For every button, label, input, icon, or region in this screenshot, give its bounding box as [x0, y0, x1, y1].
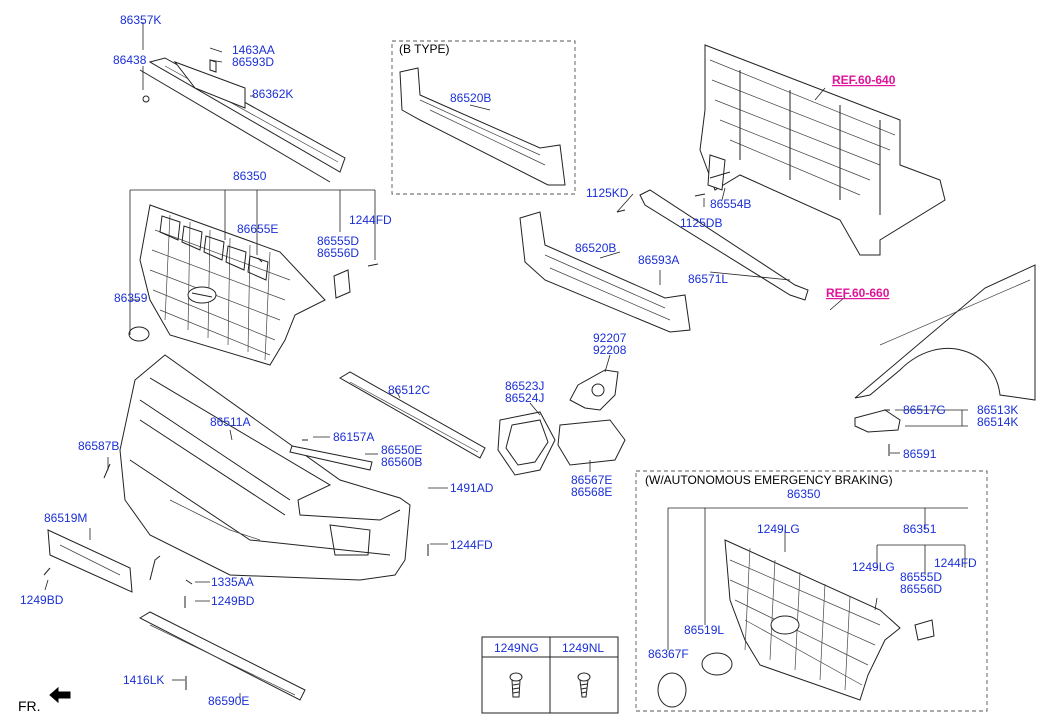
fastener-table	[481, 636, 619, 714]
label-86350: 86350	[233, 169, 267, 183]
label-86520B: 86520B	[575, 241, 616, 255]
lower-lip-spoiler	[138, 555, 306, 701]
radar-cover-icon	[701, 652, 733, 676]
label-86512C: 86512C	[388, 383, 430, 397]
label-1244FD-grille: 1244FD	[349, 213, 392, 227]
fog-lamp-cover	[497, 411, 556, 476]
label-86367F: 86367F	[648, 647, 689, 661]
label-1125KD: 1125KD	[586, 186, 629, 200]
label-86655E: 86655E	[237, 222, 278, 236]
label-86560B: 86560B	[381, 455, 422, 469]
label-1244FD-bumper: 1244FD	[450, 538, 493, 552]
ref-60-660[interactable]: REF.60-660	[826, 286, 890, 300]
screw-icon	[577, 672, 591, 698]
label-86519M: 86519M	[44, 511, 87, 525]
b-type-title: (B TYPE)	[399, 42, 449, 56]
front-direction-label: FR.	[18, 698, 41, 714]
fog-lamp	[569, 369, 619, 411]
fog-garnish-strip	[289, 445, 373, 471]
fog-garnish-bracket	[557, 419, 626, 466]
screw-icon	[509, 672, 523, 698]
label-86519L: 86519L	[684, 623, 724, 637]
radiator-grille	[128, 204, 379, 366]
fender	[854, 264, 1036, 401]
label-86556D: 86556D	[317, 246, 359, 260]
label-86555D: 86555D	[317, 234, 359, 248]
label-1463AA: 1463AA	[232, 43, 275, 57]
emblem-icon	[128, 326, 150, 342]
label-86555D-aeb: 86555D	[900, 570, 942, 584]
front-end-module	[699, 44, 946, 256]
label-1335AA: 1335AA	[211, 575, 254, 589]
label-1125DB: 1125DB	[680, 216, 722, 230]
leader-lines	[44, 22, 968, 700]
label-1249LG-side: 1249LG	[852, 560, 895, 574]
label-86351: 86351	[903, 522, 937, 536]
front-direction-arrow-icon	[49, 686, 71, 704]
aeb-title: (W/AUTONOMOUS EMERGENCY BRAKING)	[645, 473, 893, 487]
label-86357K: 86357K	[120, 13, 161, 27]
label-86556D-aeb: 86556D	[900, 582, 942, 596]
label-86550E: 86550E	[381, 443, 422, 457]
label-86157A: 86157A	[333, 430, 374, 444]
aeb-emblem-icon	[657, 672, 687, 708]
label-86513K: 86513K	[977, 403, 1018, 417]
bumper-molding	[339, 371, 486, 459]
label-86568E: 86568E	[571, 485, 612, 499]
label-86591: 86591	[903, 447, 937, 461]
b-type-box	[391, 40, 576, 195]
label-86524J: 86524J	[505, 391, 544, 405]
aeb-box	[635, 470, 988, 712]
license-bracket	[47, 529, 133, 593]
label-1249BD-bracket: 1249BD	[20, 593, 64, 607]
upper-garnish-strip	[139, 57, 346, 183]
label-1249LG-top: 1249LG	[757, 522, 800, 536]
label-86554B: 86554B	[710, 197, 751, 211]
label-1416LK: 1416LK	[123, 673, 164, 687]
label-1244FD-aeb: 1244FD	[934, 556, 977, 570]
label-86511A: 86511A	[210, 415, 250, 429]
label-86593A: 86593A	[638, 253, 679, 267]
label-86350-aeb: 86350	[787, 487, 821, 501]
label-86520B-btype: 86520B	[450, 91, 491, 105]
label-92207: 92207	[593, 331, 627, 345]
table-header-1249NG: 1249NG	[494, 641, 539, 655]
label-1491AD: 1491AD	[450, 481, 494, 495]
label-86593D: 86593D	[232, 55, 274, 69]
energy-absorber-b-type	[399, 67, 566, 186]
label-1249BD-lower: 1249BD	[211, 594, 255, 608]
label-86438: 86438	[113, 53, 147, 67]
label-86571L: 86571L	[688, 272, 728, 286]
label-86523J: 86523J	[505, 379, 544, 393]
label-86362K: 86362K	[252, 87, 293, 101]
fender-bracket	[854, 409, 901, 433]
label-86514K: 86514K	[977, 415, 1018, 429]
table-header-1249NL: 1249NL	[562, 641, 604, 655]
label-86517G: 86517G	[903, 403, 946, 417]
energy-absorber	[519, 211, 691, 333]
label-86587B: 86587B	[78, 439, 119, 453]
label-86359: 86359	[114, 291, 148, 305]
label-86567E: 86567E	[571, 473, 612, 487]
aeb-radiator-grille	[657, 539, 935, 708]
bumper-beam	[639, 189, 809, 301]
bolt-icons	[43, 171, 890, 690]
label-86590E: 86590E	[208, 694, 249, 708]
front-bumper-cover	[119, 354, 411, 581]
ref-60-640[interactable]: REF.60-640	[832, 73, 896, 87]
label-92208: 92208	[593, 343, 627, 357]
